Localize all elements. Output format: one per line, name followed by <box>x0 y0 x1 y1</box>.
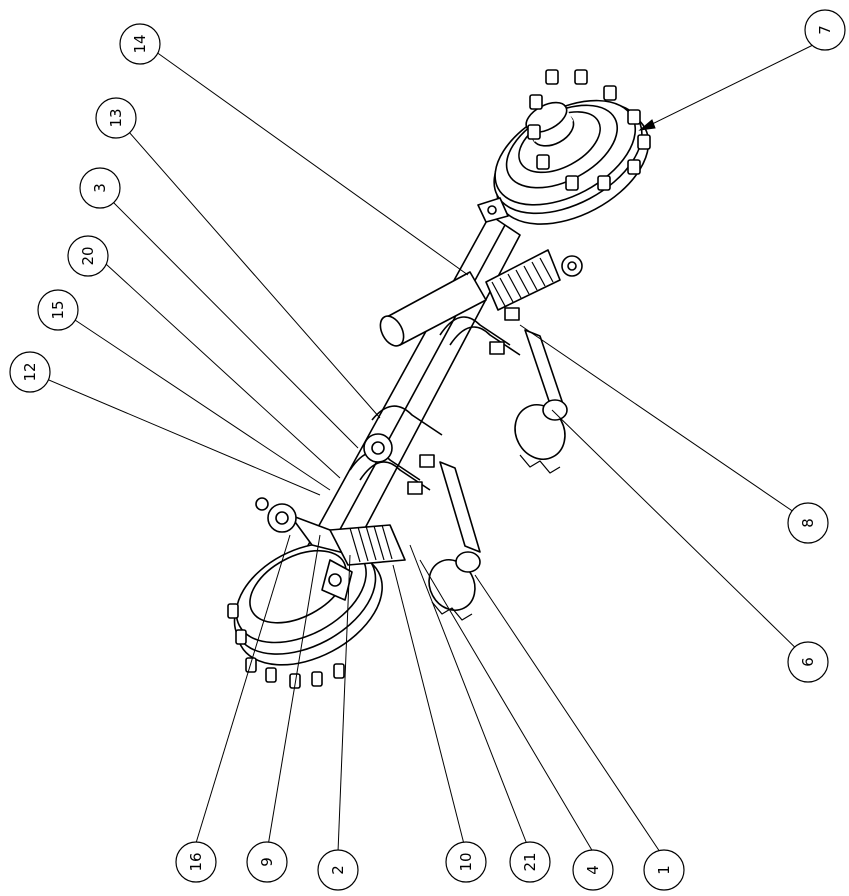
balloon-3-label: 3 <box>91 183 109 193</box>
balloon-15-label: 15 <box>49 300 67 319</box>
balloon-3: 3 <box>79 167 121 209</box>
u-bolts <box>349 307 521 495</box>
balloon-6: 6 <box>787 641 829 683</box>
balloon-2: 2 <box>317 849 359 891</box>
left-actuator <box>255 497 406 566</box>
balloon-10-label: 10 <box>457 852 475 871</box>
balloon-6-label: 6 <box>799 657 817 667</box>
brackets <box>321 197 509 601</box>
balloon-10: 10 <box>445 841 487 883</box>
balloon-1-label: 1 <box>655 865 673 875</box>
balloon-4: 4 <box>572 849 614 891</box>
balloon-7-label: 7 <box>816 25 834 35</box>
axle-assembly <box>227 69 651 689</box>
balloon-2-label: 2 <box>329 865 347 875</box>
balloon-8: 8 <box>787 502 829 544</box>
balloon-16-label: 16 <box>187 852 205 871</box>
balloon-20-label: 20 <box>79 246 97 265</box>
balloon-13-label: 13 <box>107 108 125 127</box>
balloon-9: 9 <box>246 841 288 883</box>
balloon-8-label: 8 <box>799 518 817 528</box>
left-hub-studs <box>227 603 345 689</box>
balloon-13: 13 <box>95 97 137 139</box>
balloon-12: 12 <box>9 351 51 393</box>
balloon-7: 7 <box>804 9 846 51</box>
right-hub-studs <box>527 69 651 191</box>
balloon-21-label: 21 <box>521 852 539 871</box>
balloon-12-label: 12 <box>21 362 39 381</box>
balloon-21: 21 <box>509 841 551 883</box>
balloon-14-label: 14 <box>131 34 149 53</box>
leader-lines <box>29 43 816 853</box>
balloon-4-label: 4 <box>584 865 602 875</box>
balloon-14: 14 <box>119 23 161 65</box>
balloon-20: 20 <box>67 235 109 277</box>
balloon-16: 16 <box>175 841 217 883</box>
torque-arms <box>428 329 568 621</box>
balloon-15: 15 <box>37 289 79 331</box>
balloon-9-label: 9 <box>258 857 276 867</box>
balloon-1: 1 <box>643 849 685 891</box>
right-actuator <box>379 249 583 347</box>
